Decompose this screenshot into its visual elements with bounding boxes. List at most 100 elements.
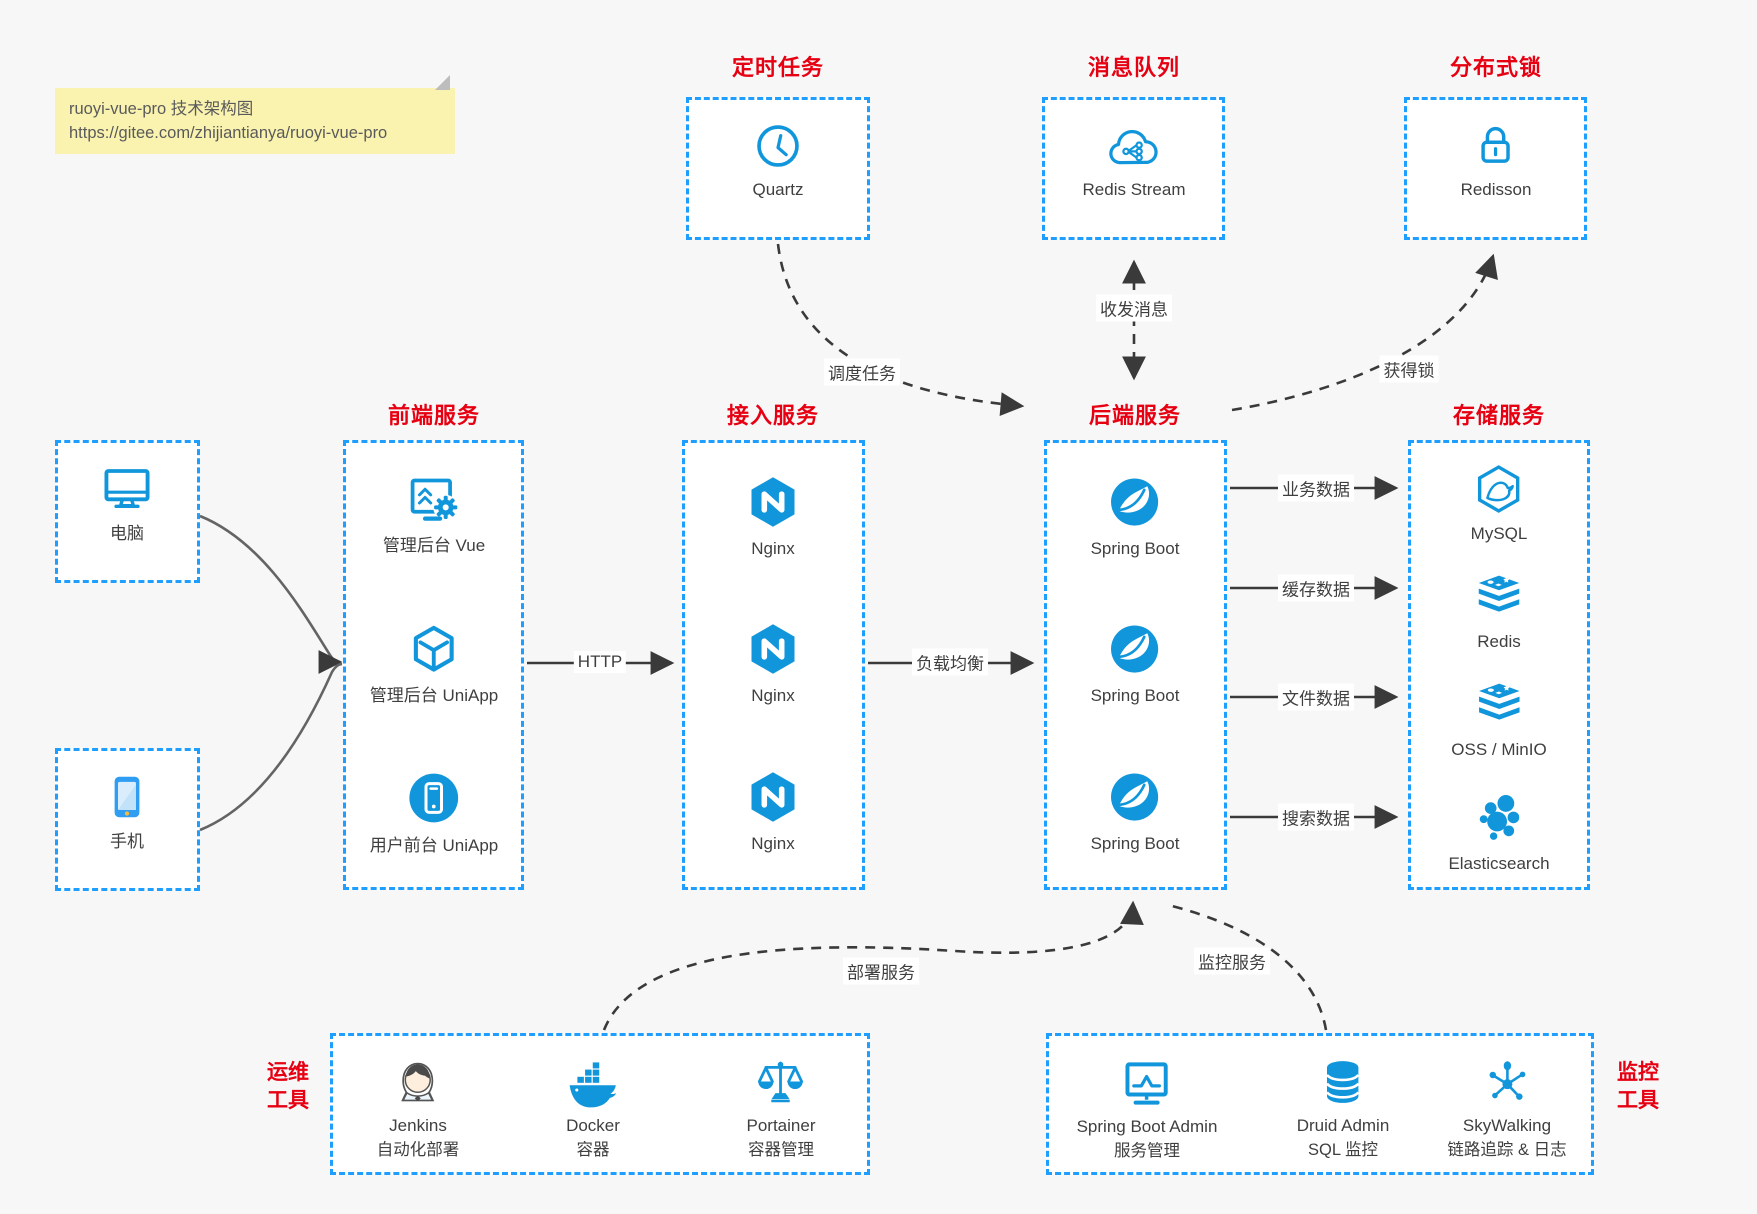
node-sublabel: 链路追踪 & 日志 [1447,1141,1567,1159]
node-nginx-3: Nginx [744,768,802,856]
sticky-note: ruoyi-vue-pro 技术架构图 https://gitee.com/zh… [55,75,455,154]
edge-phone-to-frontend [199,662,343,832]
nginx-icon [744,768,802,826]
node-sublabel: 容器管理 [747,1141,814,1159]
node-admin-uniapp: 管理后台 UniApp [370,620,498,708]
edge-schedule-task [776,243,1025,417]
node-skywalking: SkyWalking 链路追踪 & 日志 [1447,1056,1567,1162]
edge-label-send-receive: 收发消息 [1096,294,1172,322]
node-mysql: MySQL [1470,462,1528,546]
node-spring-boot-3: Spring Boot [1090,768,1180,856]
node-pc: 电脑 [96,462,158,546]
nginx-icon [744,620,802,678]
node-quartz: Quartz [752,120,804,202]
edge-label-business-data: 业务数据 [1278,474,1354,502]
node-phone: 手机 [100,770,154,854]
edge-label-http: HTTP [573,651,627,673]
edge-label-cache-data: 缓存数据 [1278,574,1354,602]
edge-label-acquire-lock: 获得锁 [1379,355,1439,383]
clock-icon [752,120,804,172]
admin-vue-icon [404,473,464,528]
node-redis: Redis [1472,570,1526,654]
node-label: Nginx [751,834,795,853]
edge-label-file-data: 文件数据 [1278,683,1354,711]
spring-boot-icon [1106,768,1164,826]
node-docker: Docker 容器 [564,1060,622,1162]
note-title: ruoyi-vue-pro 技术架构图 [69,100,254,118]
node-label: Redisson [1460,180,1532,199]
node-elasticsearch: Elasticsearch [1448,790,1550,876]
note-fold-corner [435,75,450,90]
spring-boot-admin-icon [1119,1058,1175,1109]
node-sublabel: SQL 监控 [1307,1141,1378,1159]
node-nginx-2: Nginx [744,620,802,708]
node-label: 手机 [110,832,144,851]
edge-label-deploy: 部署服务 [843,957,919,985]
jenkins-icon [392,1056,444,1108]
spring-boot-icon [1106,620,1164,678]
redis-stream-box [1042,97,1225,240]
backend-group-title: 后端服务 [1088,403,1182,428]
cloud-stream-icon [1104,122,1164,172]
edge-label-schedule: 调度任务 [824,358,900,386]
node-admin-vue: 管理后台 Vue [383,473,485,558]
skywalking-icon [1481,1056,1533,1108]
node-label: Jenkins [389,1116,447,1135]
pc-client-box [55,440,200,583]
node-jenkins: Jenkins 自动化部署 [376,1056,460,1162]
node-label: Redis Stream [1082,180,1186,199]
node-spring-boot-1: Spring Boot [1091,473,1179,561]
node-sublabel: 服务管理 [1114,1142,1180,1160]
edge-pc-to-frontend [199,514,343,674]
elasticsearch-icon [1471,790,1527,846]
node-label: MySQL [1470,524,1528,543]
node-label: Elasticsearch [1448,854,1550,873]
edge-label-monitor: 监控服务 [1194,947,1270,975]
edge-label-load-balance: 负载均衡 [912,648,988,676]
monitor-tools-title: 监控 工具 [1617,1061,1659,1112]
node-label: Docker [566,1116,620,1135]
uniapp-cube-icon [405,620,463,678]
redisson-box [1404,97,1587,240]
quartz-box [686,97,870,240]
desktop-icon [96,462,158,516]
node-label: Quartz [752,180,804,199]
docker-icon [564,1060,622,1108]
node-label: Nginx [751,686,795,705]
node-label: Druid Admin [1296,1116,1390,1135]
node-sublabel: 容器 [576,1141,610,1159]
oss-minio-icon [1472,678,1526,732]
node-sublabel: 自动化部署 [376,1141,460,1159]
node-label: 管理后台 UniApp [369,686,499,705]
lock-group-title: 分布式锁 [1449,55,1543,80]
edge-label-search-data: 搜索数据 [1278,803,1354,831]
node-label: 电脑 [110,524,144,543]
druid-icon [1317,1056,1369,1108]
frontend-group-title: 前端服务 [387,403,481,428]
node-redis-stream: Redis Stream [1082,122,1186,202]
nginx-icon [744,473,802,531]
spring-boot-icon [1106,473,1164,531]
note-url: https://gitee.com/zhijiantianya/ruoyi-vu… [69,124,388,142]
node-redisson: Redisson [1460,120,1532,202]
node-label: 管理后台 Vue [382,536,486,555]
node-portainer: Portainer 容器管理 [746,1056,816,1162]
node-label: Portainer [746,1116,816,1135]
devops-tools-title: 运维 工具 [267,1061,309,1112]
node-label: Spring Boot [1090,834,1180,853]
node-label: 用户前台 UniApp [369,836,499,855]
edge-acquire-lock [1231,253,1498,412]
portainer-icon [755,1056,807,1108]
node-label: Nginx [751,539,795,558]
mobile-client-box [55,748,200,891]
node-spring-boot-admin: Spring Boot Admin 服务管理 [1077,1058,1217,1163]
storage-group-title: 存储服务 [1452,403,1546,428]
mq-group-title: 消息队列 [1087,55,1181,80]
node-user-uniapp: 用户前台 UniApp [370,768,498,858]
node-label: SkyWalking [1462,1116,1552,1135]
phone-icon [100,770,154,824]
gateway-group-title: 接入服务 [726,403,820,428]
node-oss-minio: OSS / MinIO [1451,678,1547,762]
node-label: OSS / MinIO [1451,740,1547,759]
